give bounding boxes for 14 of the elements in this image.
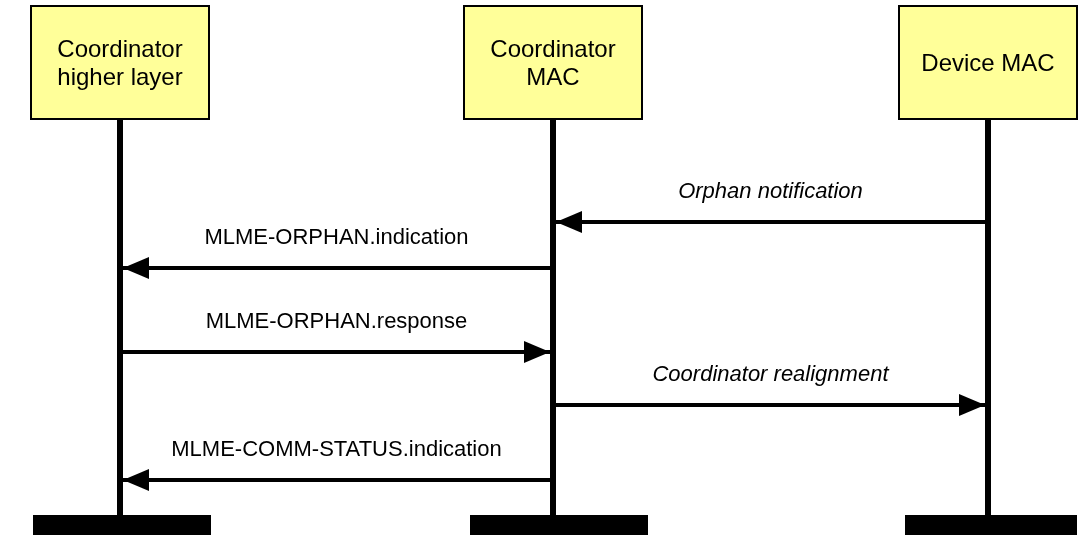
lifeline-end-bar bbox=[33, 515, 211, 535]
message-arrow bbox=[556, 394, 985, 416]
lifeline-header: Coordinator higher layer bbox=[30, 5, 210, 120]
message-arrow bbox=[123, 469, 550, 491]
message-arrow bbox=[556, 211, 985, 233]
lifeline-end-bar bbox=[905, 515, 1077, 535]
message-arrow bbox=[123, 257, 550, 279]
lifeline bbox=[117, 120, 123, 515]
lifeline bbox=[550, 120, 556, 515]
lifeline bbox=[985, 120, 991, 515]
lifeline-header: Coordinator MAC bbox=[463, 5, 643, 120]
message-arrow bbox=[123, 341, 550, 363]
lifeline-end-bar bbox=[470, 515, 648, 535]
lifeline-header: Device MAC bbox=[898, 5, 1078, 120]
